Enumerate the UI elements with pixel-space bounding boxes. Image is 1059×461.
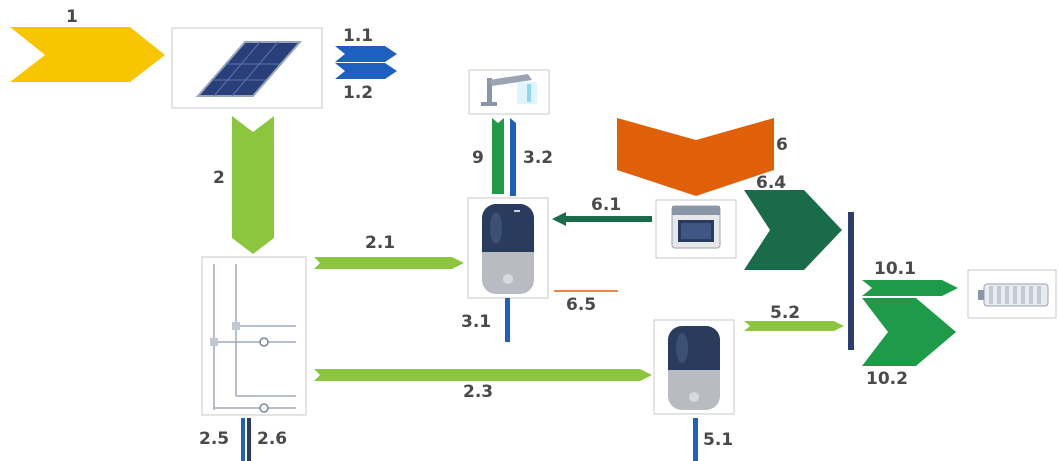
arrow-10-2 bbox=[862, 298, 956, 366]
boiler-icon bbox=[655, 199, 737, 259]
hydraulic-station-icon bbox=[201, 256, 307, 416]
label-2-3: 2.3 bbox=[463, 382, 493, 402]
line-5-1 bbox=[693, 418, 698, 461]
label-5-1: 5.1 bbox=[703, 430, 733, 450]
arrow-2-3 bbox=[314, 369, 652, 381]
label-6-4: 6.4 bbox=[756, 173, 786, 193]
label-3-2: 3.2 bbox=[523, 148, 553, 168]
fuel-input-arrow bbox=[617, 118, 774, 196]
radiator-icon bbox=[967, 269, 1057, 319]
label-6: 6 bbox=[776, 135, 788, 155]
label-2: 2 bbox=[213, 168, 225, 188]
label-9: 9 bbox=[472, 148, 484, 168]
distribution-bar bbox=[848, 212, 854, 350]
arrow-9 bbox=[492, 118, 504, 194]
line-2-5 bbox=[241, 418, 245, 461]
solar-input-arrow bbox=[10, 27, 165, 82]
heat-arrow-6-4 bbox=[744, 190, 842, 270]
arrow-6-1 bbox=[552, 212, 652, 226]
arrow-2-1 bbox=[314, 257, 464, 269]
storage-tank-icon bbox=[467, 197, 549, 299]
label-2-6: 2.6 bbox=[257, 429, 287, 449]
line-3-1 bbox=[505, 298, 510, 342]
storage-tank-icon bbox=[653, 319, 735, 415]
label-1-2: 1.2 bbox=[343, 83, 373, 103]
label-10-1: 10.1 bbox=[874, 259, 916, 279]
solar-heat-arrow bbox=[232, 116, 274, 254]
label-3-1: 3.1 bbox=[461, 312, 491, 332]
label-10-2: 10.2 bbox=[866, 369, 908, 389]
label-6-5: 6.5 bbox=[566, 295, 596, 315]
label-1: 1 bbox=[66, 7, 78, 27]
label-6-1: 6.1 bbox=[591, 195, 621, 215]
label-5-2: 5.2 bbox=[770, 303, 800, 323]
output-arrow-1-2 bbox=[335, 63, 397, 79]
label-2-5: 2.5 bbox=[199, 429, 229, 449]
water-tap-icon bbox=[468, 69, 550, 115]
solar-panel-icon bbox=[171, 27, 323, 109]
label-2-1: 2.1 bbox=[365, 233, 395, 253]
arrow-3-2 bbox=[510, 118, 516, 196]
line-2-6 bbox=[247, 418, 251, 461]
arrow-5-2 bbox=[744, 321, 844, 331]
arrow-10-1 bbox=[862, 280, 958, 296]
output-arrow-1-1 bbox=[335, 46, 397, 62]
label-1-1: 1.1 bbox=[343, 26, 373, 46]
